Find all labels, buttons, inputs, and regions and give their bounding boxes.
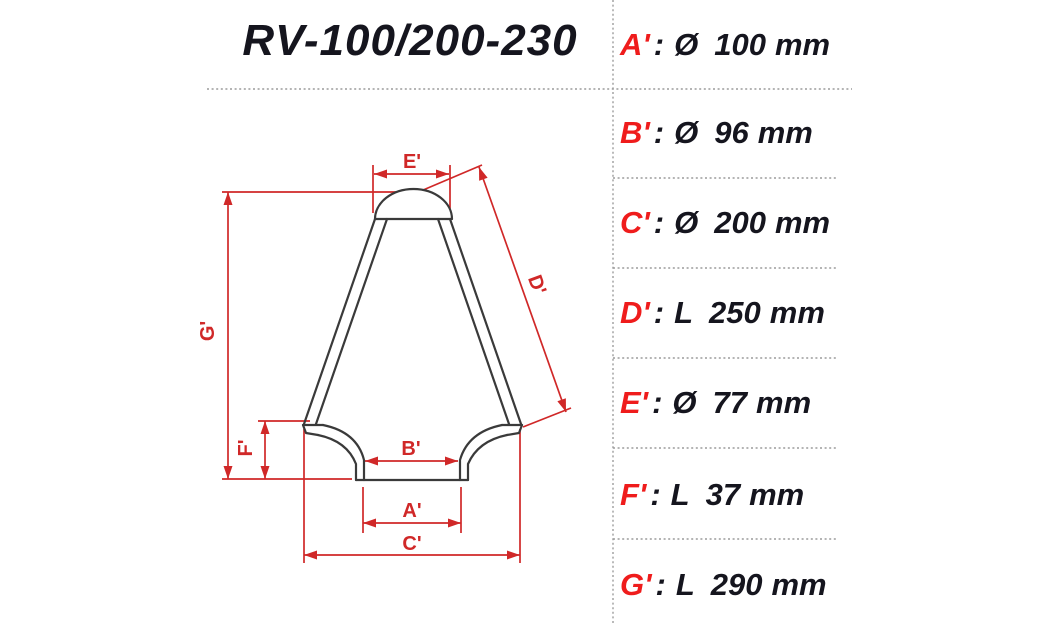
spec-unit: mm bbox=[774, 27, 831, 62]
spec-unit: mm bbox=[757, 115, 813, 150]
spec-unit: mm bbox=[771, 567, 827, 602]
dim-label-G: G' bbox=[197, 321, 219, 341]
separator-lines bbox=[207, 0, 852, 625]
spec-label: C' bbox=[620, 205, 650, 240]
spec-colon: : bbox=[653, 115, 665, 150]
spec-row-e: E': Ø 77 mm bbox=[620, 385, 811, 425]
spec-unit: mm bbox=[774, 205, 831, 240]
spec-value: 200 bbox=[714, 205, 766, 240]
spec-value: 37 bbox=[705, 477, 741, 512]
spec-colon: : bbox=[653, 295, 665, 330]
spec-unit: mm bbox=[756, 385, 812, 420]
length-symbol: L bbox=[675, 567, 695, 602]
dim-label-B: B' bbox=[401, 438, 420, 460]
spec-value: 77 bbox=[712, 385, 747, 420]
length-symbol: L bbox=[674, 295, 694, 330]
spec-label: D' bbox=[620, 295, 650, 330]
length-symbol: L bbox=[670, 477, 690, 512]
spec-colon: : bbox=[653, 27, 665, 62]
dim-label-D: D' bbox=[523, 272, 550, 298]
spec-colon: : bbox=[653, 205, 665, 240]
diameter-symbol: Ø bbox=[674, 205, 699, 240]
page-title: RV-100/200-230 bbox=[242, 16, 578, 65]
dim-label-A: A' bbox=[402, 500, 421, 522]
spec-label: F' bbox=[620, 477, 647, 512]
dome-cap bbox=[373, 187, 454, 221]
spec-label: B' bbox=[620, 115, 650, 150]
spec-colon: : bbox=[650, 477, 661, 512]
dimension-lines bbox=[222, 164, 572, 563]
dim-label-C: C' bbox=[402, 533, 421, 555]
spec-label: G' bbox=[620, 567, 652, 602]
spec-colon: : bbox=[655, 567, 666, 602]
spec-unit: mm bbox=[749, 477, 805, 512]
spec-value: 290 bbox=[710, 567, 763, 602]
part-outline bbox=[301, 187, 524, 482]
dim-label-E: E' bbox=[403, 151, 421, 173]
spec-value: 250 bbox=[709, 295, 761, 330]
diameter-symbol: Ø bbox=[672, 385, 697, 420]
dim-label-F: F' bbox=[235, 440, 257, 457]
diameter-symbol: Ø bbox=[674, 27, 699, 62]
diameter-symbol: Ø bbox=[674, 115, 699, 150]
spec-label: E' bbox=[620, 385, 649, 420]
spec-unit: mm bbox=[769, 295, 825, 330]
spec-label: A' bbox=[620, 27, 650, 62]
spec-value: 100 bbox=[714, 27, 766, 62]
spec-value: 96 bbox=[714, 115, 749, 150]
spec-colon: : bbox=[652, 385, 663, 420]
